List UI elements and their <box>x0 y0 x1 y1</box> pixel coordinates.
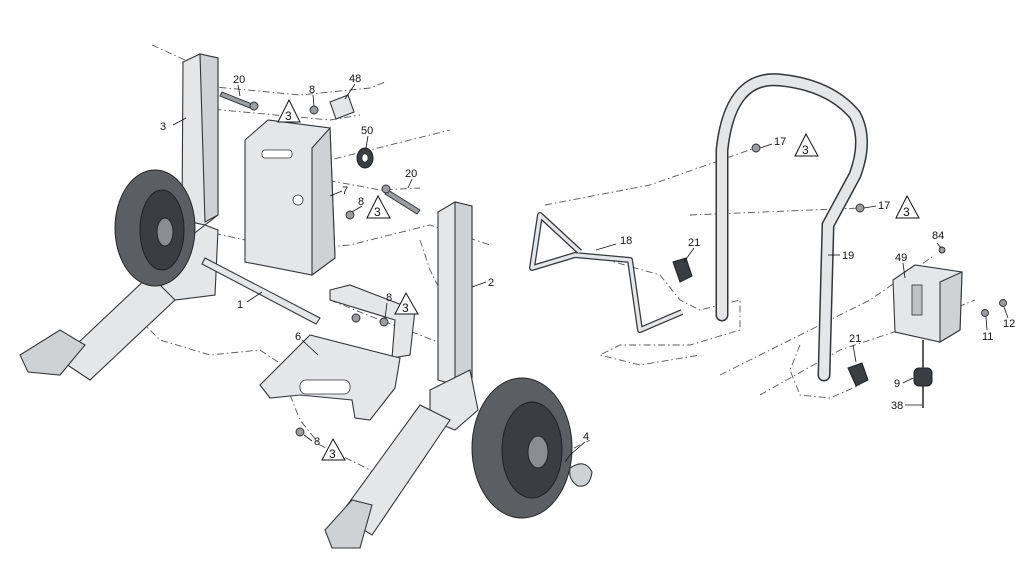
callout-8-top: 8 <box>309 84 315 96</box>
warning-symbol-text: 3 <box>402 301 409 315</box>
warning-symbol-text: 3 <box>903 205 910 219</box>
callout-19: 19 <box>842 250 854 262</box>
callout-8-bottom: 8 <box>314 436 320 448</box>
left-frame-leg <box>19 53 219 381</box>
callout-8-bracket: 8 <box>386 292 392 304</box>
knob-9 <box>913 340 933 408</box>
warning-triangle-4: 3 <box>321 437 346 461</box>
callout-12: 12 <box>1003 318 1015 330</box>
callout-84: 84 <box>932 230 944 242</box>
callout-1: 1 <box>237 299 243 311</box>
callout-3: 3 <box>160 121 166 133</box>
callout-49: 49 <box>895 252 907 264</box>
warning-triangle-5: 3 <box>794 132 819 157</box>
small-hardware <box>938 246 1007 317</box>
callout-18: 18 <box>620 235 632 247</box>
warning-triangle-3: 3 <box>394 291 419 315</box>
right-frame-leg <box>324 201 479 549</box>
bolt-20-left <box>219 91 259 111</box>
callout-38: 38 <box>891 400 903 412</box>
callout-6: 6 <box>295 331 301 343</box>
knob-21-lower <box>847 362 869 387</box>
warning-symbol-text: 3 <box>802 143 809 157</box>
right-wheel <box>471 377 573 519</box>
callout-48: 48 <box>349 73 361 85</box>
callout-4: 4 <box>583 431 589 443</box>
callout-17-upper: 17 <box>774 136 786 148</box>
warning-symbol-text: 3 <box>329 447 336 461</box>
handle <box>715 73 868 382</box>
warning-symbol-text: 3 <box>374 205 381 219</box>
fasteners-8 <box>295 105 389 437</box>
label-48 <box>329 94 355 120</box>
callout-7: 7 <box>342 185 348 197</box>
warning-triangle-2: 3 <box>366 194 391 219</box>
callout-21-upper: 21 <box>688 237 700 249</box>
warning-triangle-6: 3 <box>895 194 920 219</box>
callout-2: 2 <box>488 277 494 289</box>
callout-labels: 3 20 8 48 50 7 20 8 8 1 6 2 8 4 18 21 17… <box>160 73 1015 448</box>
mounting-plate <box>244 119 336 277</box>
callout-20-left: 20 <box>233 74 245 86</box>
callout-50: 50 <box>361 125 373 137</box>
left-wheel <box>114 169 196 287</box>
washer-50 <box>356 147 374 169</box>
axle <box>201 257 321 325</box>
callout-17-lower: 17 <box>878 200 890 212</box>
callout-8-mid: 8 <box>358 196 364 208</box>
knob-21-upper <box>672 257 693 283</box>
bolt-20-right <box>381 184 421 215</box>
callout-11: 11 <box>982 331 993 343</box>
latch-rod <box>529 212 684 333</box>
callout-21-lower: 21 <box>849 333 861 345</box>
callout-20-right: 20 <box>405 168 417 180</box>
shield-plate <box>259 334 401 421</box>
control-housing <box>892 264 963 343</box>
upper-bracket <box>329 284 416 359</box>
wheel-cap <box>569 463 593 487</box>
callout-9: 9 <box>894 378 900 390</box>
warning-triangle-1: 3 <box>277 98 301 123</box>
leader-lines <box>172 83 1009 463</box>
warning-symbol-text: 3 <box>285 109 292 123</box>
